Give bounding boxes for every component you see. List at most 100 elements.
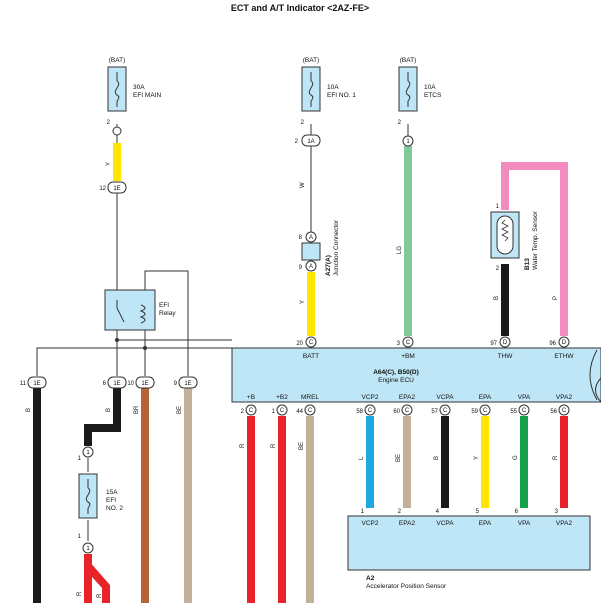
efi-relay: EFI Relay [104, 289, 176, 331]
terminal-name: EPA2 [399, 520, 416, 527]
wire-code: B [106, 408, 112, 412]
sensor-name: Water Temp. Sensor [532, 210, 539, 270]
fuse-name: EFI NO. 1 [327, 92, 356, 99]
wire-code: L [359, 456, 365, 460]
fuse-efi-no1: (BAT) 10A EFI NO. 1 2 [301, 57, 357, 126]
sensor-pin: 1 [496, 204, 500, 210]
wire-b-11 [33, 388, 41, 603]
fuse-rating: 10A [424, 84, 436, 91]
junction-pin: 9 [299, 265, 303, 271]
terminal-pin: 44 [296, 409, 303, 415]
terminal-name: MREL [301, 394, 319, 401]
wire-code: BR [134, 405, 140, 414]
ecu-name: Engine ECU [378, 377, 414, 384]
terminal-pin: 3 [397, 341, 401, 347]
terminal-name: THW [498, 353, 514, 360]
connector-pin: 6 [103, 381, 107, 387]
connector-id: 1E [113, 186, 120, 192]
terminal-conn: D [503, 340, 508, 346]
fuse-source: (BAT) [303, 57, 320, 64]
fuse-name: EFI MAIN [133, 92, 161, 99]
terminal-name: BATT [303, 353, 319, 360]
connector-id: 1E [184, 381, 191, 387]
wire-be-epa2 [403, 416, 411, 508]
terminal-name: VCP2 [362, 520, 379, 527]
wire-code: B [434, 456, 440, 460]
diagram-title: ECT and A/T Indicator <2AZ-FE> [231, 3, 369, 13]
wire-r-fuse2 [84, 560, 110, 603]
fuse-efi-no2: 1 1 15A EFI NO. 2 1 1 [78, 446, 123, 554]
junction-code: A27(A) [325, 255, 332, 276]
wire-codes: Y W Y LG B P B B BR BE R R R R BE L BE B… [26, 162, 559, 598]
junction-pin: 8 [299, 235, 303, 241]
wire-code: R [97, 593, 103, 598]
terminal-name: VCPA [436, 394, 454, 401]
wire-b-6 [84, 388, 121, 446]
fuse-pin-bottom: 1 [78, 534, 82, 540]
aps-code: A2 [366, 575, 375, 582]
terminal-name: VCP2 [362, 394, 379, 401]
accelerator-position-sensor: A2 Accelerator Position Sensor [347, 515, 591, 590]
wire-code: R [271, 443, 277, 448]
connector-12-1e: 12 1E [99, 181, 127, 194]
wire-code: BE [177, 406, 183, 414]
terminal-conn: C [406, 340, 411, 346]
sensor-pin: 2 [496, 266, 500, 272]
terminal-name: VPA [518, 520, 531, 527]
terminal-name: EPA [479, 394, 492, 401]
terminal-name: ETHW [554, 353, 574, 360]
terminal-name: EPA [479, 520, 492, 527]
junction-conn: A [309, 235, 313, 241]
ecu-terminal-vcpa: VCPA 57 C [431, 394, 454, 416]
wire-p [501, 162, 568, 336]
fuse-rating: 15A [106, 489, 118, 496]
connector-10-1e: 10 1E [127, 376, 155, 389]
wire-g [520, 416, 528, 508]
connector-id: 1E [141, 381, 148, 387]
fuse-name: NO. 2 [106, 505, 123, 512]
connector-6-1e: 6 1E [103, 376, 127, 389]
connector-pin: 12 [99, 186, 106, 192]
terminal-pin: 4 [436, 509, 440, 515]
wire-code: R [77, 591, 83, 596]
wire-code: Y [474, 456, 480, 460]
wire-code: R [553, 455, 559, 460]
terminal-pin: 6 [515, 509, 519, 515]
junction-conn: 1A [307, 139, 314, 145]
connector-11-1e: 11 1E [20, 376, 47, 389]
connector-9-1e: 9 1E [174, 376, 198, 389]
terminal-conn: C [368, 408, 373, 414]
fuse-source: (BAT) [400, 57, 417, 64]
fuse-source: (BAT) [109, 57, 126, 64]
terminal-pin: 58 [356, 409, 363, 415]
connector-pin: 11 [20, 381, 27, 387]
svg-text:1: 1 [86, 546, 90, 552]
aps-name: Accelerator Position Sensor [366, 583, 447, 590]
connector-id: 1E [113, 381, 120, 387]
terminal-name: +B2 [276, 394, 288, 401]
fuse-pin: 2 [301, 120, 305, 126]
terminal-conn: C [280, 408, 285, 414]
connector-row-1e: 11 1E 6 1E 10 1E 9 1E [20, 376, 198, 389]
terminal-pin: 59 [471, 409, 478, 415]
terminal-pin: 1 [272, 409, 276, 415]
terminal-pin: 57 [431, 409, 438, 415]
terminal-conn: C [249, 408, 254, 414]
wire-code: B [494, 296, 500, 300]
terminal-pin: 3 [555, 509, 559, 515]
terminal-conn: C [443, 408, 448, 414]
